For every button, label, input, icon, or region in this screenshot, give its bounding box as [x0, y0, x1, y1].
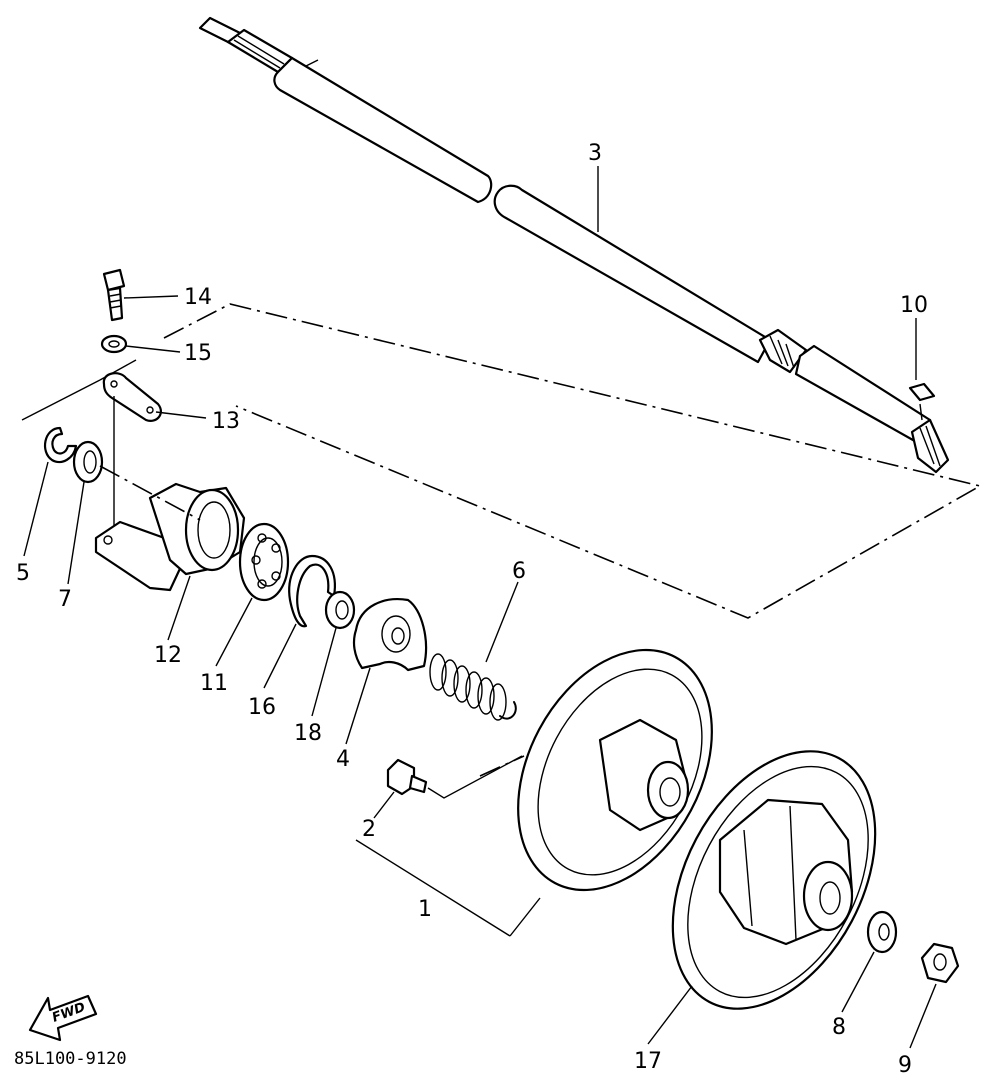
- callout-14: 14: [184, 285, 212, 310]
- bolt: [102, 268, 126, 322]
- circlip: [43, 426, 78, 464]
- callout-10: 10: [900, 293, 928, 318]
- callout-18: 18: [294, 721, 322, 746]
- key: [908, 382, 936, 421]
- callout-6: 6: [512, 559, 526, 584]
- stopper-plate: [102, 372, 162, 540]
- callout-7: 7: [58, 587, 72, 612]
- assembly-bracket: [163, 303, 983, 619]
- bracket-line-left: [21, 379, 101, 421]
- callout-16: 16: [248, 695, 276, 720]
- leader-lines: [23, 166, 937, 1049]
- collar: [324, 590, 356, 630]
- callout-9: 9: [898, 1053, 912, 1078]
- oil-seal: [72, 440, 104, 484]
- bearing-housing: [94, 465, 246, 592]
- callout-11: 11: [200, 671, 228, 696]
- callout-12: 12: [154, 643, 182, 668]
- callout-5: 5: [16, 561, 30, 586]
- callout-17: 17: [634, 1049, 662, 1074]
- ball-bearing: [238, 522, 290, 602]
- shaft: [198, 16, 950, 474]
- movable-sheave: [671, 750, 877, 1010]
- fixed-sheave: [517, 648, 713, 892]
- callout-3: 3: [588, 141, 602, 166]
- lock-washer: [100, 334, 128, 354]
- washer: [866, 910, 898, 954]
- fwd-arrow-icon: FWD: [28, 994, 98, 1042]
- callout-1: 1: [418, 897, 432, 922]
- callout-13: 13: [212, 409, 240, 434]
- callout-labels: 1 2 3 4 5 6 7 8 9 10 11 12 13 14 15 16 1…: [16, 141, 928, 1078]
- callout-8: 8: [832, 1015, 846, 1040]
- spring: [429, 653, 517, 721]
- callout-15: 15: [184, 341, 212, 366]
- callout-2: 2: [362, 817, 376, 842]
- callout-4: 4: [336, 747, 350, 772]
- weight: [386, 755, 525, 799]
- cam: [352, 598, 428, 672]
- nut: [920, 942, 960, 984]
- drawing-code: 85L100-9120: [14, 1049, 127, 1069]
